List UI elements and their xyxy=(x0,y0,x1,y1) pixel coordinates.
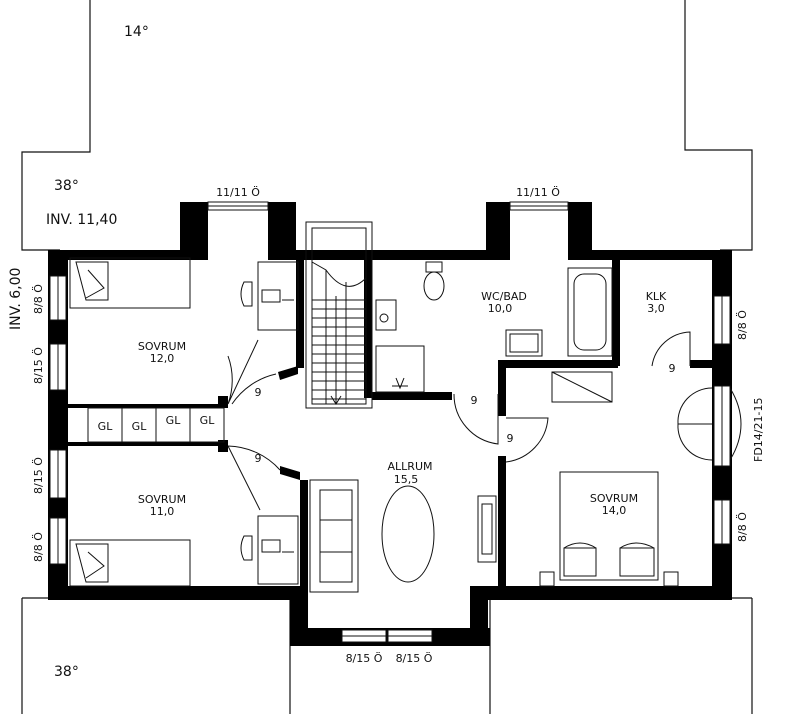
window-label: 8/15 Ö xyxy=(346,652,383,665)
room-name: WC/BAD xyxy=(481,290,527,303)
room-area: 14,0 xyxy=(602,504,627,517)
closet-label: GL xyxy=(166,414,182,427)
room-name: SOVRUM xyxy=(138,493,186,506)
room-area: 11,0 xyxy=(150,505,175,518)
roof-slope-top: 14° xyxy=(124,24,149,40)
room-name: ALLRUM xyxy=(388,460,433,473)
door-width-label: 9 xyxy=(507,432,514,445)
room-area: 15,5 xyxy=(394,473,419,486)
room-name: KLK xyxy=(646,290,667,303)
window-label: 8/15 Ö xyxy=(32,457,45,494)
room-labels: SOVRUM 12,0 SOVRUM 11,0 WC/BAD 10,0 KLK … xyxy=(138,290,667,518)
door-swings xyxy=(227,331,742,511)
roof-outline xyxy=(21,0,753,714)
balcony-door-label: FD14/21-15 xyxy=(752,398,765,462)
door-width-label: 9 xyxy=(669,362,676,375)
allrum-furniture xyxy=(309,479,497,593)
roof-slope-left-lower: 38° xyxy=(54,664,79,680)
window-label: 8/8 Ö xyxy=(32,532,45,562)
wardrobe-right xyxy=(551,371,613,403)
room-name: SOVRUM xyxy=(138,340,186,353)
bed-bottom-left xyxy=(69,539,191,587)
closet-labels: GL GL GL GL xyxy=(98,414,216,433)
roof-slope-left-upper: 38° xyxy=(54,178,79,194)
door-width-labels: 9 9 9 9 9 xyxy=(255,362,676,465)
bed-top-left xyxy=(69,257,191,309)
desk-bottom-left xyxy=(240,515,299,585)
interior-walls xyxy=(68,258,712,590)
room-name: SOVRUM xyxy=(590,492,638,505)
desk-top-left xyxy=(240,261,299,331)
door-width-label: 9 xyxy=(255,452,262,465)
staircase xyxy=(305,221,373,409)
left-windows xyxy=(49,275,67,565)
invert-level-side: INV. 6,00 xyxy=(8,268,24,330)
door-width-label: 9 xyxy=(255,386,262,399)
closets xyxy=(87,407,225,443)
invert-level-upper: INV. 11,40 xyxy=(46,212,117,228)
window-label: 11/11 Ö xyxy=(216,186,260,199)
wc-fixtures xyxy=(375,261,613,393)
roof-labels: 14° 38° 38° INV. 11,40 INV. 6,00 xyxy=(8,24,149,680)
room-area: 10,0 xyxy=(488,302,513,315)
bottom-windows xyxy=(341,629,433,643)
window-label: 8/15 Ö xyxy=(396,652,433,665)
closet-label: GL xyxy=(200,414,216,427)
exterior-walls xyxy=(48,201,732,646)
window-labels: 11/11 Ö 11/11 Ö 8/8 Ö 8/15 Ö 8/15 Ö 8/8 … xyxy=(32,186,765,665)
closet-label: GL xyxy=(132,420,148,433)
room-area: 3,0 xyxy=(647,302,665,315)
window-label: 8/8 Ö xyxy=(736,512,749,542)
window-label: 8/15 Ö xyxy=(32,347,45,384)
door-width-label: 9 xyxy=(471,394,478,407)
window-label: 8/8 Ö xyxy=(32,284,45,314)
right-windows xyxy=(713,295,731,545)
window-label: 11/11 Ö xyxy=(516,186,560,199)
room-area: 12,0 xyxy=(150,352,175,365)
bed-right xyxy=(539,471,679,587)
window-label: 8/8 Ö xyxy=(736,310,749,340)
closet-label: GL xyxy=(98,420,114,433)
